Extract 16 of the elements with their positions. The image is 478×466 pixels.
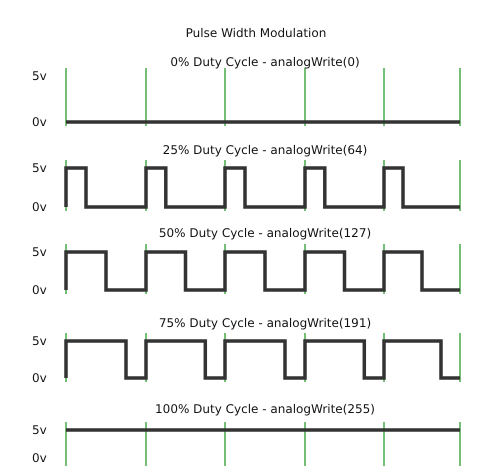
voltage-label: 5v	[32, 334, 47, 348]
waveform-heading: 100% Duty Cycle - analogWrite(255)	[155, 402, 375, 416]
voltage-label: 0v	[32, 451, 47, 465]
voltage-label: 5v	[32, 161, 47, 175]
voltage-label: 0v	[32, 115, 47, 129]
voltage-label: 5v	[32, 245, 47, 259]
voltage-label: 0v	[32, 283, 47, 297]
voltage-label: 0v	[32, 200, 47, 214]
waveform-heading: 25% Duty Cycle - analogWrite(64)	[162, 143, 368, 157]
waveform-heading: 50% Duty Cycle - analogWrite(127)	[158, 226, 372, 240]
waveform-heading: 75% Duty Cycle - analogWrite(191)	[158, 316, 372, 330]
voltage-label: 5v	[32, 423, 47, 437]
chart-title: Pulse Width Modulation	[186, 26, 326, 40]
voltage-label: 0v	[32, 371, 47, 385]
waveform-heading: 0% Duty Cycle - analogWrite(0)	[170, 55, 360, 69]
voltage-label: 5v	[32, 69, 47, 83]
